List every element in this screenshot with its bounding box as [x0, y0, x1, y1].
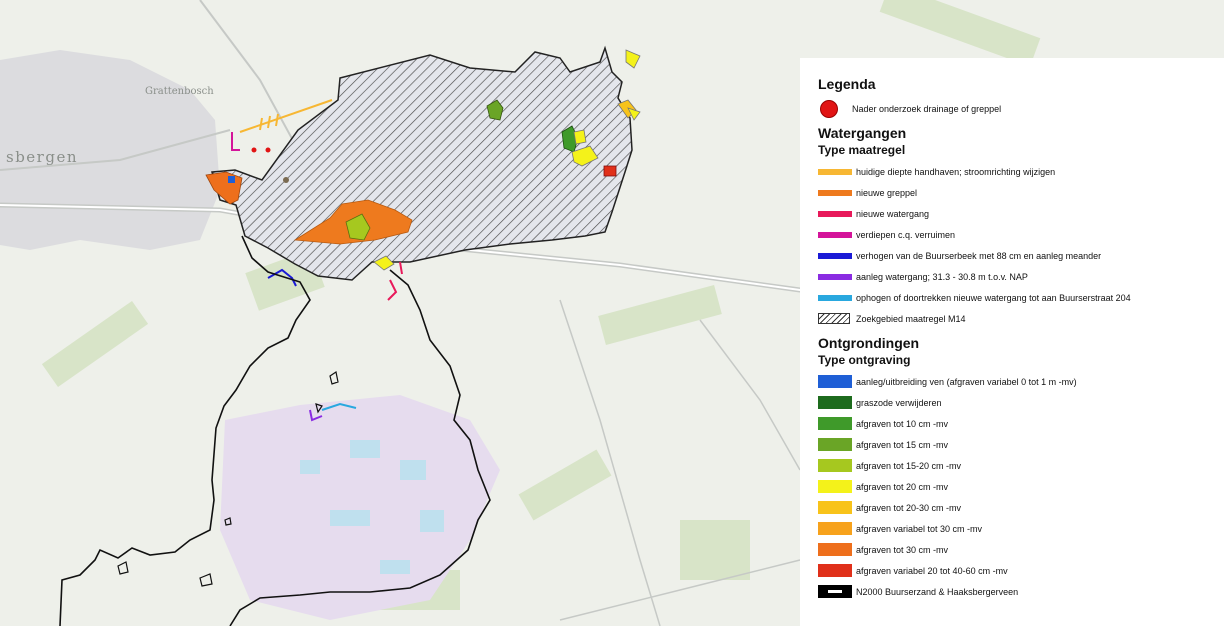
legend-item: aanleg/uitbreiding ven (afgraven variabe…: [818, 371, 1224, 392]
legend-subheading-maatregel: Type maatregel: [818, 143, 906, 157]
color-swatch-icon: [818, 522, 852, 535]
legend-label: verhogen van de Buurserbeek met 88 cm en…: [856, 250, 1102, 261]
polygon-new-fen[interactable]: [228, 176, 235, 183]
legend-item: afgraven tot 30 cm -mv: [818, 539, 1224, 560]
color-swatch-icon: [818, 294, 852, 301]
polygon-dig-15-20[interactable]: [345, 213, 371, 241]
line-new-channel-purple[interactable]: [309, 409, 323, 422]
color-swatch-icon: [818, 252, 852, 259]
legend-item: aanleg watergang; 31.3 - 30.8 m t.o.v. N…: [818, 266, 1224, 287]
legend-item: afgraven tot 20 cm -mv: [818, 476, 1224, 497]
legend-label: huidige diepte handhaven; stroomrichting…: [856, 166, 1056, 177]
legend-label: aanleg watergang; 31.3 - 30.8 m t.o.v. N…: [856, 271, 1028, 282]
legend-label: afgraven variabel 20 tot 40-60 cm -mv: [856, 565, 1008, 576]
polygon-dig-20-e[interactable]: [373, 255, 395, 271]
line-new-watercourse[interactable]: [387, 261, 403, 301]
n2000-enclaves: [117, 371, 339, 587]
line-extend-watercourse[interactable]: [321, 402, 357, 411]
legend-item: verdiepen c.q. verruimen: [818, 224, 1224, 245]
legend-item-search-area: Zoekgebied maatregel M14: [818, 308, 1224, 329]
search-area-m14[interactable]: [211, 45, 633, 281]
polygon-dig-20-a[interactable]: [571, 145, 599, 167]
legend-item-n2000: N2000 Buurserzand & Haaksbergerveen: [818, 581, 1224, 602]
legend-label: aanleg/uitbreiding ven (afgraven variabe…: [856, 376, 1077, 387]
legend-label: ophogen of doortrekken nieuwe watergang …: [856, 292, 1131, 303]
legend-label: N2000 Buurserzand & Haaksbergerveen: [856, 586, 1019, 597]
legend-label: graszode verwijderen: [856, 397, 942, 408]
legend-item: nieuwe watergang: [818, 203, 1224, 224]
line-keep-depth[interactable]: [239, 99, 333, 133]
color-swatch-icon: [818, 189, 852, 196]
color-swatch-icon: [818, 396, 852, 409]
legend-label: nieuwe greppel: [856, 187, 918, 198]
legend-heading-ontgrondingen: Ontgrondingen: [818, 335, 920, 351]
line-widen[interactable]: [231, 132, 240, 151]
color-swatch-icon: [818, 564, 852, 577]
legend-label: afgraven tot 15-20 cm -mv: [856, 460, 962, 471]
polygon-dig-20-d[interactable]: [625, 49, 641, 69]
color-swatch-icon: [818, 480, 852, 493]
color-swatch-icon: [818, 231, 852, 238]
legend-label: afgraven tot 20-30 cm -mv: [856, 502, 962, 513]
legend-label: Nader onderzoek drainage of greppel: [852, 103, 1002, 114]
legend-item: graszode verwijderen: [818, 392, 1224, 413]
polygon-dig-15[interactable]: [486, 99, 504, 121]
color-swatch-icon: [818, 459, 852, 472]
legend-item: afgraven tot 15-20 cm -mv: [818, 455, 1224, 476]
n2000-boundary[interactable]: [59, 235, 491, 626]
investigation-point-1[interactable]: [251, 147, 257, 153]
legend-label: verdiepen c.q. verruimen: [856, 229, 956, 240]
legend-title: Legenda: [818, 76, 876, 92]
color-swatch-icon: [818, 417, 852, 430]
urban-area: [0, 50, 220, 250]
color-swatch-icon: [818, 168, 852, 175]
color-swatch-icon: [818, 438, 852, 451]
map-legend: Legenda Nader onderzoek drainage of grep…: [800, 58, 1224, 626]
legend-item: afgraven variabel 20 tot 40-60 cm -mv: [818, 560, 1224, 581]
color-swatch-icon: [818, 210, 852, 217]
legend-item: ophogen of doortrekken nieuwe watergang …: [818, 287, 1224, 308]
legend-item: huidige diepte handhaven; stroomrichting…: [818, 161, 1224, 182]
nature-area: [220, 395, 500, 620]
legend-label: nieuwe watergang: [856, 208, 930, 219]
legend-ontgrondingen-list: aanleg/uitbreiding ven (afgraven variabe…: [818, 371, 1224, 581]
polygon-dig-20-c[interactable]: [627, 107, 641, 121]
color-swatch-icon: [818, 375, 852, 388]
legend-item-investigation-point: Nader onderzoek drainage of greppel: [818, 98, 1224, 119]
color-swatch-icon: [818, 273, 852, 280]
color-swatch-icon: [818, 543, 852, 556]
excavation-polygons[interactable]: [205, 49, 641, 271]
legend-item: nieuwe greppel: [818, 182, 1224, 203]
dot-small: [283, 177, 289, 183]
investigation-point-2[interactable]: [265, 147, 271, 153]
red-dot-icon: [820, 99, 838, 118]
legend-label: afgraven tot 15 cm -mv: [856, 439, 949, 450]
legend-label: afgraven tot 20 cm -mv: [856, 481, 949, 492]
legend-subheading-ontgraving: Type ontgraving: [818, 353, 911, 367]
polygon-dig-20-b[interactable]: [573, 129, 587, 145]
place-label-grattenbosch: Grattenbosch: [145, 86, 214, 97]
legend-label: afgraven variabel tot 30 cm -mv: [856, 523, 983, 534]
legend-label: afgraven tot 10 cm -mv: [856, 418, 949, 429]
legend-item: verhogen van de Buurserbeek met 88 cm en…: [818, 245, 1224, 266]
legend-item: afgraven tot 15 cm -mv: [818, 434, 1224, 455]
legend-watergangen-list: huidige diepte handhaven; stroomrichting…: [818, 161, 1224, 308]
legend-heading-watergangen: Watergangen: [818, 125, 907, 141]
place-label-sbergen: sbergen: [6, 148, 78, 166]
legend-item: afgraven tot 20-30 cm -mv: [818, 497, 1224, 518]
legend-label: afgraven tot 30 cm -mv: [856, 544, 949, 555]
legend-item: afgraven tot 10 cm -mv: [818, 413, 1224, 434]
color-swatch-icon: [818, 501, 852, 514]
hatch-swatch-icon: [818, 313, 850, 324]
legend-item: afgraven variabel tot 30 cm -mv: [818, 518, 1224, 539]
watercourse-lines[interactable]: [231, 99, 403, 422]
boundary-swatch-icon: [818, 585, 852, 598]
legend-label: Zoekgebied maatregel M14: [856, 313, 966, 324]
polygon-dig-variable-red[interactable]: [603, 165, 617, 177]
